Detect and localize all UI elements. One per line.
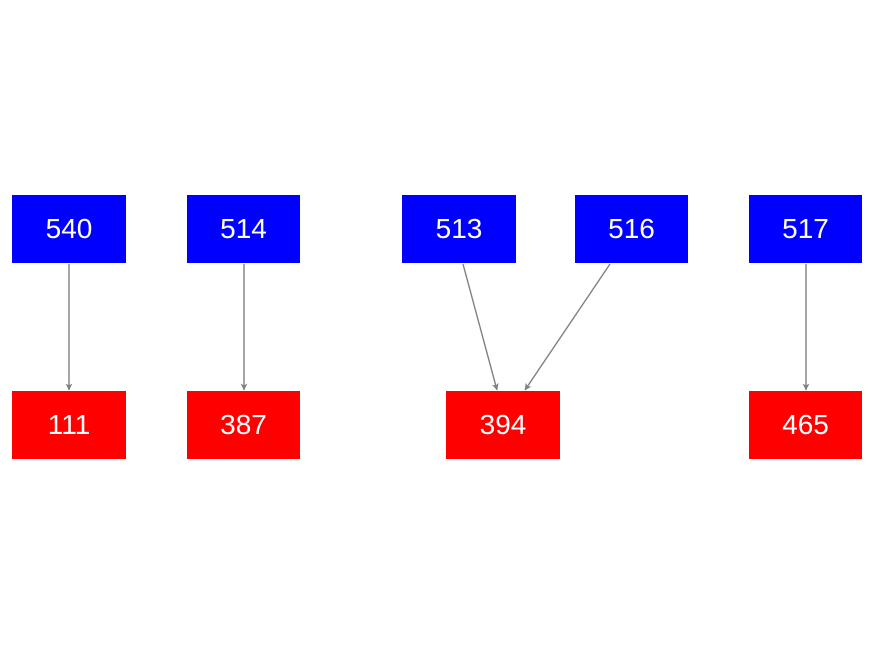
edges-group <box>65 263 810 391</box>
node-label: 514 <box>220 213 267 244</box>
node-label: 513 <box>435 213 483 244</box>
node-label: 394 <box>479 409 527 440</box>
graph-node-540[interactable]: 540 <box>12 195 126 263</box>
graph-node-394[interactable]: 394 <box>446 391 560 459</box>
node-label: 516 <box>608 213 655 244</box>
graph-node-513[interactable]: 513 <box>402 195 516 263</box>
node-label: 387 <box>220 409 267 440</box>
graph-edge-n516-to-n394 <box>524 263 611 391</box>
graph-node-514[interactable]: 514 <box>187 195 300 263</box>
node-label: 465 <box>782 409 829 440</box>
node-label: 111 <box>47 409 91 440</box>
graph-edge-n513-to-n394 <box>462 263 499 391</box>
graph-node-516[interactable]: 516 <box>575 195 688 263</box>
node-label: 517 <box>782 213 829 244</box>
graph-node-111[interactable]: 111 <box>12 391 126 459</box>
graph-node-465[interactable]: 465 <box>749 391 862 459</box>
graph-node-517[interactable]: 517 <box>749 195 862 263</box>
graph-node-387[interactable]: 387 <box>187 391 300 459</box>
node-label: 540 <box>45 213 93 244</box>
